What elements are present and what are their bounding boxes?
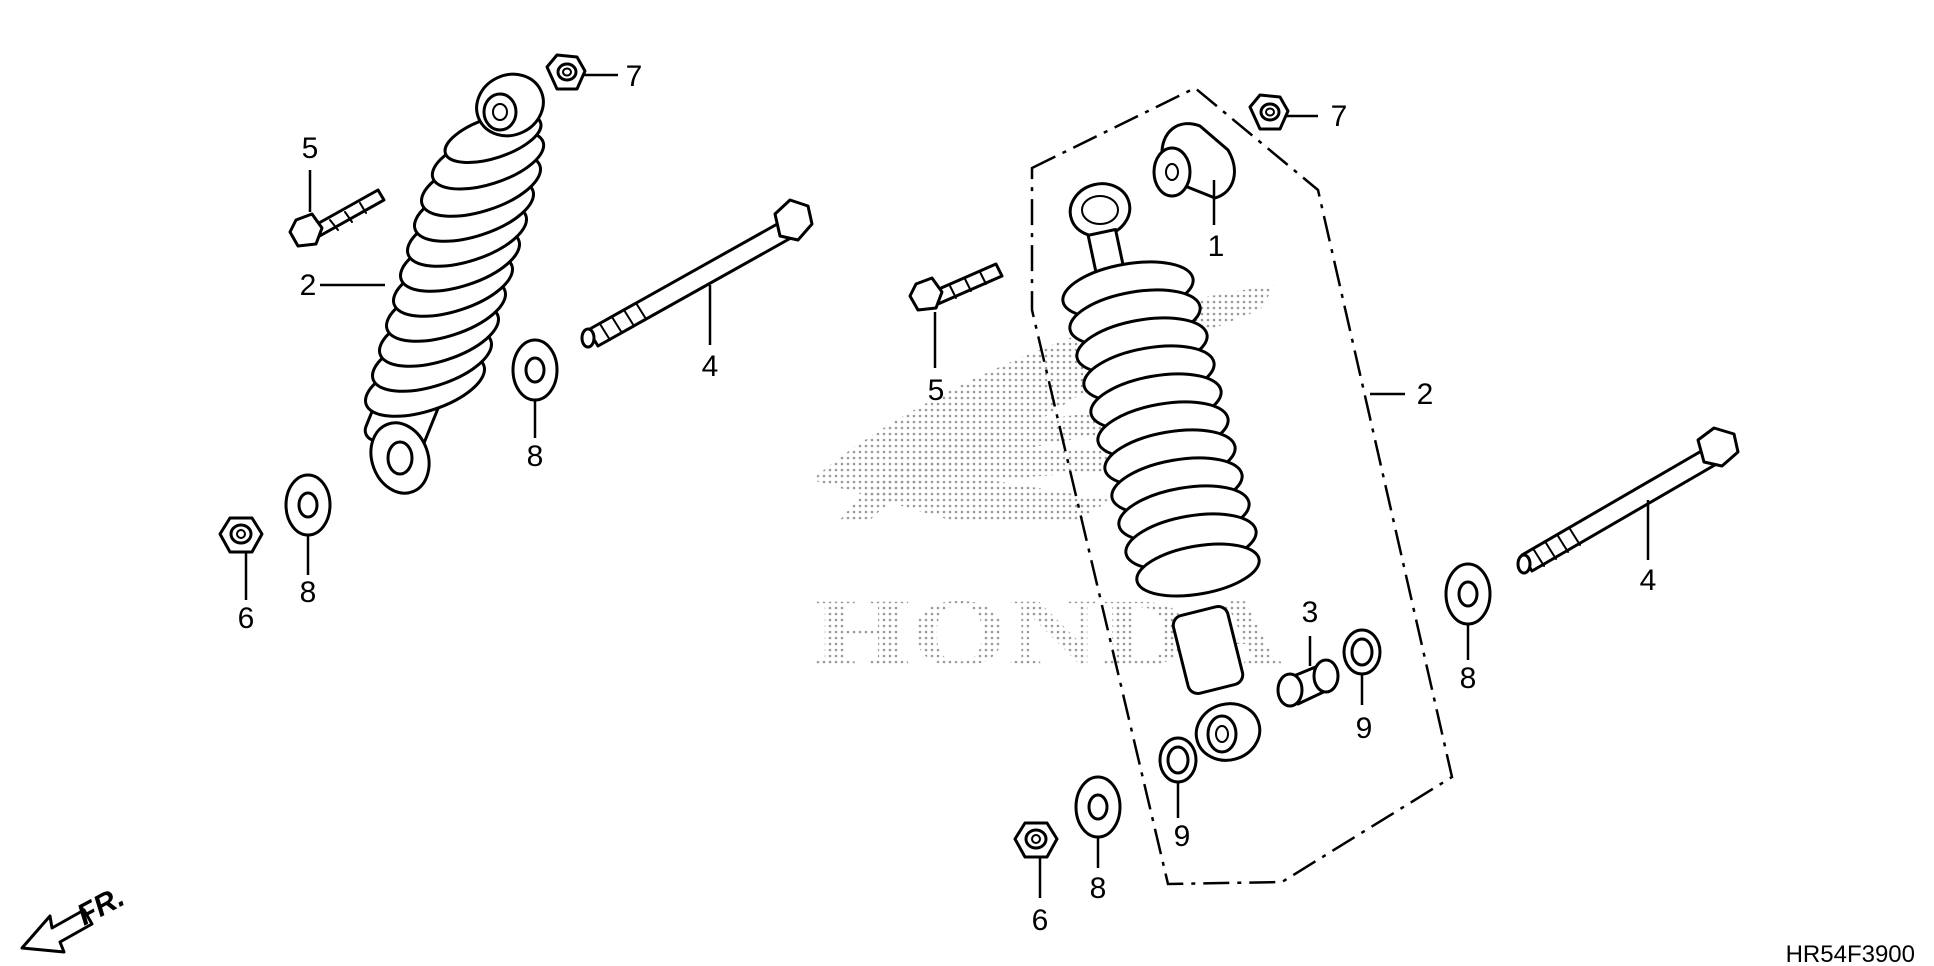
washer-8-left-top [511, 338, 559, 402]
callout-4-left: 4 [702, 350, 719, 383]
shock-absorber-right [1061, 182, 1262, 762]
collar-3 [1276, 658, 1340, 708]
nut-7-right [1248, 93, 1290, 131]
nut-6-left [218, 516, 264, 554]
washer-8-right-lower [1074, 775, 1122, 839]
callout-4-right: 4 [1640, 564, 1657, 597]
callout-7-left: 7 [626, 60, 643, 93]
bolt-5-left [288, 188, 386, 248]
front-arrow-icon [20, 908, 94, 954]
callout-9-lower: 9 [1174, 820, 1191, 853]
nut-6-right [1013, 821, 1059, 859]
callout-8-right-upper: 8 [1460, 662, 1477, 695]
coil-spring-left [363, 111, 546, 418]
callout-8-left-bottom: 8 [300, 576, 317, 609]
left-shock-assembly: 5 2 7 4 8 8 6 [218, 53, 814, 635]
front-direction-indicator: FR. [20, 880, 130, 954]
callout-7-right: 7 [1331, 100, 1348, 133]
callout-2-left: 2 [300, 269, 317, 302]
nut-7-left [545, 53, 587, 91]
assembly-group-outline [1030, 86, 1454, 886]
shock-absorber-left [363, 72, 546, 495]
callout-8-right-lower: 8 [1090, 872, 1107, 905]
callout-2-right: 2 [1417, 378, 1434, 411]
callout-5-left: 5 [302, 132, 319, 165]
callout-1: 1 [1208, 230, 1225, 263]
washer-8-left-bottom [284, 473, 332, 537]
washer-8-right-upper [1444, 562, 1492, 626]
coil-spring-right [1061, 260, 1261, 598]
bolt-4-left [580, 198, 814, 349]
right-shock-assembly: 1 7 5 2 4 3 9 8 9 8 6 [908, 86, 1740, 937]
bolt-5-right [908, 262, 1004, 312]
seal-9-upper [1342, 628, 1382, 676]
callout-6-right: 6 [1032, 904, 1049, 937]
callout-5-right: 5 [928, 374, 945, 407]
seal-9-lower [1158, 736, 1198, 784]
diagram-code: HR54F3900 [1786, 941, 1915, 966]
bushing-1 [1152, 122, 1236, 200]
callout-8-left-top: 8 [527, 440, 544, 473]
callout-6-left: 6 [238, 602, 255, 635]
bolt-4-right [1516, 426, 1740, 575]
callout-3: 3 [1302, 596, 1319, 629]
callout-9-upper: 9 [1356, 712, 1373, 745]
